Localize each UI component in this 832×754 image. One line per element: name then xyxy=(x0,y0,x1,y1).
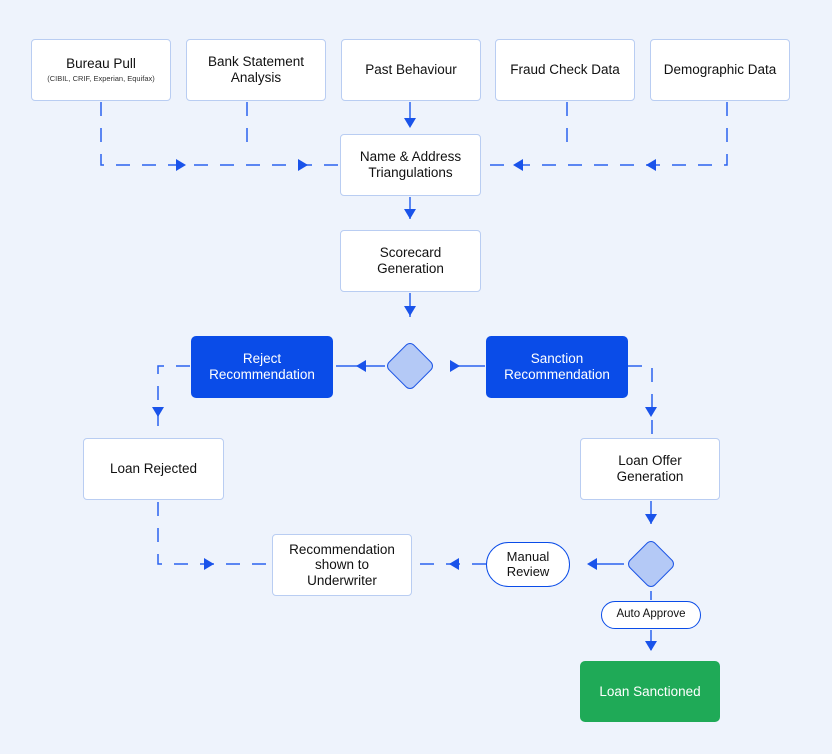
manual-review-label: Manual Review xyxy=(506,548,550,579)
triangulation-label: Name & Address Triangulations xyxy=(359,149,462,180)
bureau-pull-label: Bureau Pull xyxy=(66,55,136,71)
reject-recommendation-label: Reject Recommendation xyxy=(209,351,315,382)
arrow-head xyxy=(204,558,214,570)
arrow-head xyxy=(646,159,656,171)
demographic-node: Demographic Data xyxy=(650,39,790,101)
manual-review-pill: Manual Review xyxy=(486,542,570,587)
sanction-recommendation-label: Sanction Recommendation xyxy=(504,351,610,382)
loan-sanctioned-node: Loan Sanctioned xyxy=(580,661,720,722)
arrow-head xyxy=(645,514,657,524)
arrow-head xyxy=(587,558,597,570)
arrow-head xyxy=(404,118,416,128)
arrow-head xyxy=(513,159,523,171)
arrow-head xyxy=(356,360,366,372)
auto-approve-label: Auto Approve xyxy=(616,608,686,621)
auto-approve-pill: Auto Approve xyxy=(601,601,701,629)
loan-rejected-node: Loan Rejected xyxy=(83,438,224,500)
scorecard-label: Scorecard Generation xyxy=(377,245,444,276)
arrow-head xyxy=(404,209,416,219)
arrow-head xyxy=(152,407,164,417)
bureau-pull-sublabel: (CIBIL, CRIF, Experian, Equifax) xyxy=(47,74,155,84)
arrow-head xyxy=(645,641,657,651)
connector-reject-to-loan-rejected xyxy=(157,365,190,437)
underwriter-recommendation-label: Recommendation shown to Underwriter xyxy=(289,541,395,588)
arrow-head xyxy=(645,407,657,417)
past-behaviour-node: Past Behaviour xyxy=(341,39,481,101)
connector-bureau-to-triangulation xyxy=(100,102,338,166)
arrow-head xyxy=(298,159,308,171)
bank-statement-label: Bank Statement Analysis xyxy=(207,54,305,85)
scorecard-node: Scorecard Generation xyxy=(340,230,481,292)
demographic-label: Demographic Data xyxy=(663,62,777,78)
loan-offer-label: Loan Offer Generation xyxy=(616,453,684,484)
loan-rejected-label: Loan Rejected xyxy=(109,461,198,477)
connector-demographic-to-triangulation xyxy=(482,102,728,166)
loan-sanctioned-label: Loan Sanctioned xyxy=(599,683,701,699)
sanction-recommendation-node: Sanction Recommendation xyxy=(486,336,628,398)
reject-recommendation-node: Reject Recommendation xyxy=(191,336,333,398)
bank-statement-node: Bank Statement Analysis xyxy=(186,39,326,101)
arrow-head xyxy=(450,360,460,372)
triangulation-node: Name & Address Triangulations xyxy=(340,134,481,196)
underwriter-recommendation-node: Recommendation shown to Underwriter xyxy=(272,534,412,596)
connector-sanction-to-loan-offer xyxy=(628,365,653,437)
arrow-head xyxy=(449,558,459,570)
arrow-head xyxy=(176,159,186,171)
loan-offer-node: Loan Offer Generation xyxy=(580,438,720,500)
fraud-check-label: Fraud Check Data xyxy=(510,62,620,78)
arrow-head xyxy=(404,306,416,316)
past-behaviour-label: Past Behaviour xyxy=(365,62,457,78)
connector-loan-rejected-to-underwriter xyxy=(157,502,270,565)
bureau-pull-node: Bureau Pull (CIBIL, CRIF, Experian, Equi… xyxy=(31,39,171,101)
fraud-check-node: Fraud Check Data xyxy=(495,39,635,101)
